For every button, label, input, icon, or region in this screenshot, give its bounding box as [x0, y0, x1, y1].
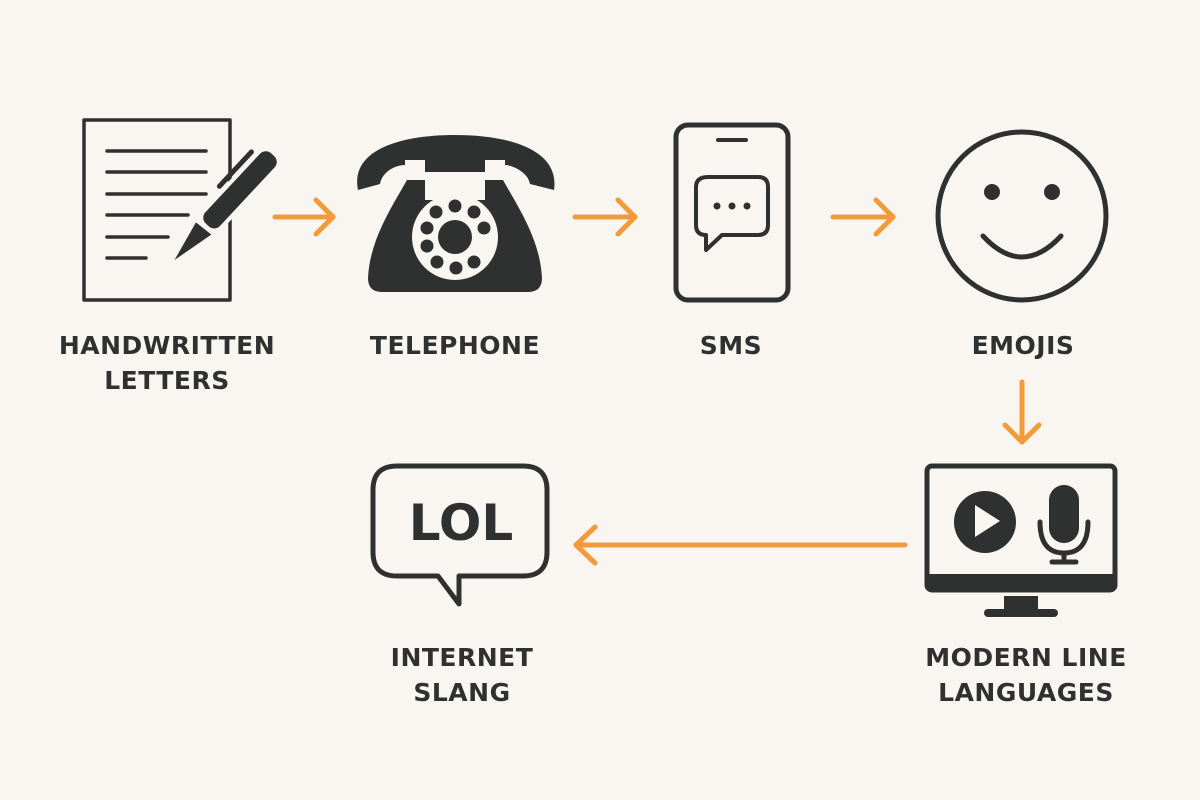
- rotary-telephone-icon: [357, 135, 555, 292]
- handwritten-letter-icon: [82, 118, 283, 302]
- arrow-right-icon: [830, 197, 896, 237]
- label-modern-line: MODERN LINE: [925, 643, 1127, 672]
- arrow-right-icon: [572, 197, 638, 237]
- arrow-down-icon: [1002, 379, 1042, 445]
- arrow-right-icon: [272, 197, 336, 237]
- label-telephone: TELEPHONE: [370, 331, 540, 360]
- label-handwritten: HANDWRITTEN: [59, 331, 275, 360]
- arrow-left-icon: [573, 524, 908, 566]
- smiley-face-icon: [935, 129, 1109, 303]
- monitor-media-icon: [924, 463, 1118, 617]
- label-sms: SMS: [700, 331, 762, 360]
- label-emojis: EMOJIS: [972, 331, 1075, 360]
- smartphone-chat-icon: [673, 122, 791, 303]
- label-internet: INTERNET: [391, 643, 534, 672]
- bubble-text: LOL: [409, 494, 513, 552]
- speech-bubble-lol-icon: LOL: [370, 463, 550, 607]
- label-languages: LANGUAGES: [938, 678, 1114, 707]
- label-slang: SLANG: [413, 678, 510, 707]
- label-letters: LETTERS: [104, 366, 230, 395]
